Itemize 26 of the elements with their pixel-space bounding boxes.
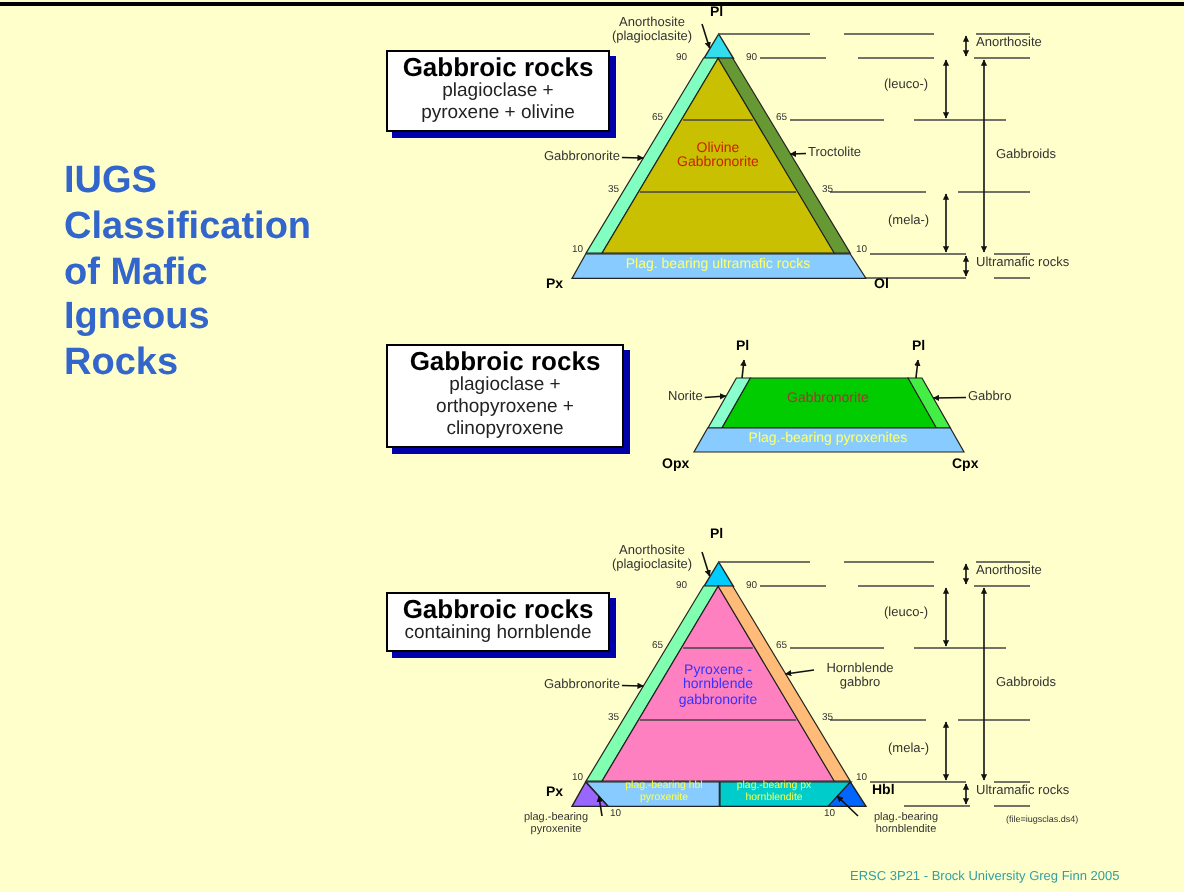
text-card <box>386 592 610 653</box>
ternary-field <box>572 253 866 278</box>
ternary-field <box>721 378 937 428</box>
text-card <box>386 50 610 133</box>
text-card <box>386 344 624 449</box>
card-text: containing hornblende <box>402 624 594 647</box>
leader-line <box>621 682 645 690</box>
corner-field <box>572 781 608 806</box>
leader-line <box>701 551 711 577</box>
card-text: plagioclase + pyroxene + olivine <box>419 82 577 127</box>
diagram-title: IUGS Classification of Mafic Igneous Rocks <box>64 160 314 388</box>
card-heading: Gabbroic rocks <box>407 348 603 376</box>
corner-field <box>828 781 866 806</box>
ternary-field <box>694 428 964 452</box>
leader-line <box>701 23 711 49</box>
leader-line <box>621 154 645 162</box>
leader-line <box>596 795 603 817</box>
card-text: plagioclase + orthopyroxene + clinopyroxene <box>434 376 576 443</box>
leader-line <box>784 669 815 677</box>
leader-line <box>932 394 967 402</box>
leader-line <box>836 795 859 817</box>
leader-line <box>789 150 807 157</box>
card-heading: Gabbroic rocks <box>400 54 596 82</box>
card-heading: Gabbroic rocks <box>400 596 596 624</box>
leader-line <box>703 393 727 400</box>
ternary-field <box>907 378 951 428</box>
